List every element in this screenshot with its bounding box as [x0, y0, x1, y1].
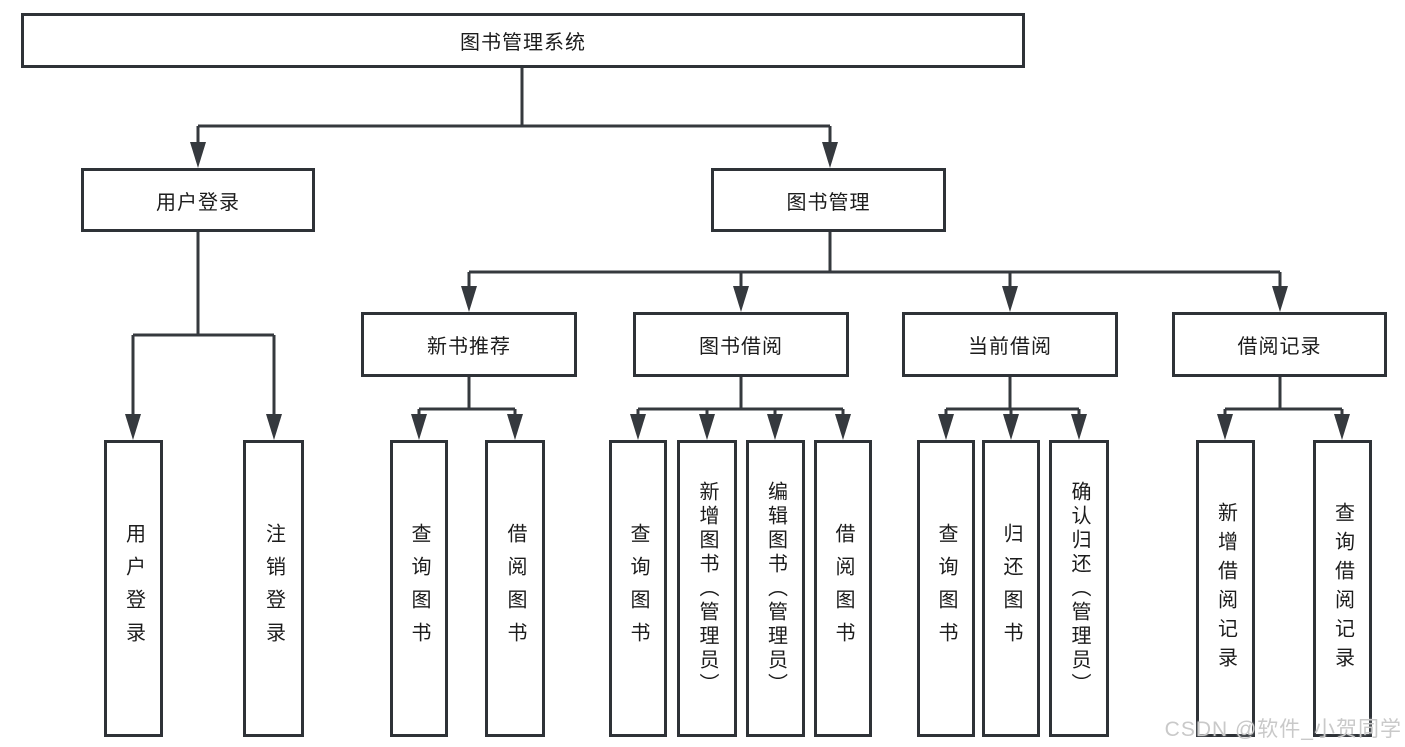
- node-label: 用户登录: [156, 191, 240, 214]
- node-label: 编辑图书（管理员）: [764, 480, 787, 697]
- node-root-system: 图书管理系统: [21, 13, 1025, 68]
- leaf-edit-books-admin: 编辑图书（管理员）: [746, 440, 805, 737]
- leaf-query-books-current: 查询图书: [917, 440, 975, 737]
- node-new-book-recommend: 新书推荐: [361, 312, 577, 377]
- node-current-borrowing: 当前借阅: [902, 312, 1118, 377]
- node-label: 新增图书（管理员）: [696, 480, 718, 697]
- node-label: 用户登录: [122, 522, 145, 655]
- node-label: 查询图书: [627, 522, 649, 655]
- node-label: 确认归还（管理员）: [1068, 480, 1090, 697]
- leaf-query-books-borrow: 查询图书: [609, 440, 667, 737]
- node-label: 注销登录: [262, 522, 285, 655]
- leaf-borrow-books-recommend: 借阅图书: [485, 440, 545, 737]
- node-label: 新增借阅记录: [1214, 501, 1237, 676]
- node-borrowing-records: 借阅记录: [1172, 312, 1387, 377]
- node-label: 新书推荐: [427, 336, 511, 358]
- leaf-query-borrow-record: 查询借阅记录: [1313, 440, 1372, 737]
- node-label: 图书管理系统: [460, 32, 586, 54]
- node-label: 借阅记录: [1237, 336, 1322, 358]
- node-label: 借阅图书: [832, 522, 854, 655]
- node-label: 当前借阅: [968, 336, 1052, 358]
- leaf-add-books-admin: 新增图书（管理员）: [677, 440, 737, 737]
- leaf-confirm-return-admin: 确认归还（管理员）: [1049, 440, 1109, 737]
- node-book-management: 图书管理: [711, 168, 946, 232]
- leaf-user-login: 用户登录: [104, 440, 163, 737]
- node-label: 归还图书: [1000, 522, 1022, 655]
- csdn-watermark: CSDN @软件_小贺同学: [1164, 718, 1402, 741]
- node-label: 图书借阅: [699, 336, 783, 358]
- leaf-return-books: 归还图书: [982, 440, 1040, 737]
- leaf-query-books-recommend: 查询图书: [390, 440, 448, 737]
- node-label: 查询借阅记录: [1331, 501, 1354, 676]
- leaf-add-borrow-record: 新增借阅记录: [1196, 440, 1255, 737]
- node-book-borrowing: 图书借阅: [633, 312, 849, 377]
- node-label: 图书管理: [786, 191, 871, 214]
- leaf-logout: 注销登录: [243, 440, 304, 737]
- node-user-login: 用户登录: [81, 168, 315, 232]
- leaf-borrow-books: 借阅图书: [814, 440, 872, 737]
- node-label: 查询图书: [935, 522, 957, 655]
- node-label: 查询图书: [408, 522, 430, 655]
- node-label: 借阅图书: [504, 522, 526, 655]
